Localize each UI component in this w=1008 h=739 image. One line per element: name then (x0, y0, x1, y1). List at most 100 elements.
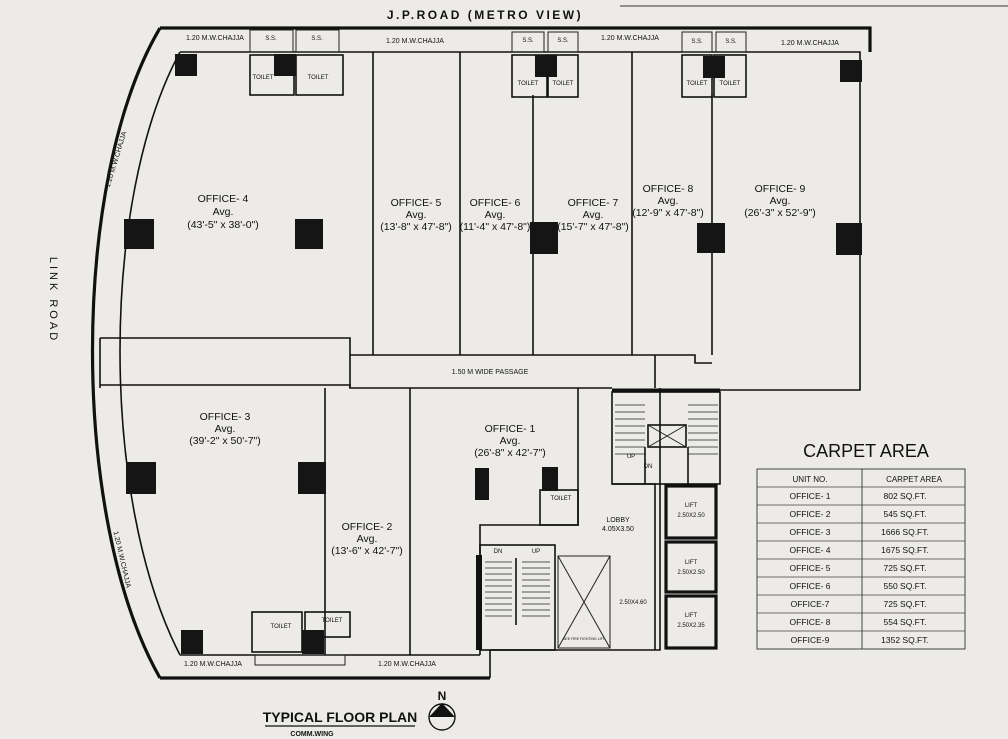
toilet-office-1 (539, 489, 579, 526)
office-5-name: OFFICE- 5 (391, 197, 442, 209)
column (535, 55, 557, 77)
columns (124, 54, 862, 654)
lobby-size: 4.05X3.50 (602, 526, 634, 533)
toilet-label-office-1: TOILET (551, 496, 572, 502)
toilet-label-4a: TOILET (271, 624, 292, 630)
toilet-label-2a: TOILET (518, 81, 539, 87)
toilet-label-4b: TOILET (322, 618, 343, 624)
table-cell-unit: OFFICE-7 (791, 599, 830, 609)
chajja-label-2: 1.20 M.W.CHAJJA (386, 38, 444, 45)
chajja-label-5: 1.20 M.W.CHAJJA (184, 661, 242, 668)
table-cell-unit: OFFICE- 1 (789, 491, 830, 501)
toilet-label-1b: TOILET (308, 75, 329, 81)
column (542, 467, 558, 491)
left-road-label: LINK ROAD (47, 257, 59, 343)
ss-shaft-1a (249, 29, 294, 53)
lower-stair-well (479, 544, 556, 651)
office-7-name: OFFICE- 7 (568, 197, 619, 209)
top-road-label: J.P.ROAD (METRO VIEW) (387, 8, 583, 22)
office-4-avg: Avg. (213, 206, 234, 218)
passage-label: 1.50 M WIDE PASSAGE (452, 369, 529, 376)
office-7-label: OFFICE- 7 Avg. (15'-7" x 47'-8") (557, 197, 629, 233)
lift-shafts (664, 484, 718, 650)
column (126, 462, 156, 494)
table-cell-area: 725 SQ.FT. (884, 599, 927, 609)
top-toilets (249, 29, 747, 98)
column (124, 219, 154, 249)
table-cell-unit: OFFICE- 5 (789, 563, 830, 573)
lift-3-size: 2.50X2.35 (677, 623, 705, 629)
office-partitions (99, 52, 713, 655)
office-9-bottom-step (655, 354, 712, 364)
table-cell-area: 1666 SQ.FT. (881, 527, 929, 537)
column (274, 54, 296, 76)
lift-2 (664, 540, 718, 594)
office-2-avg: Avg. (357, 533, 378, 545)
column (475, 468, 489, 500)
chajja-label-3: 1.20 M.W.CHAJJA (601, 35, 659, 42)
north-arrow-icon: N (428, 689, 456, 731)
office-3-label: OFFICE- 3 Avg. (39'-2" x 50'-7") (189, 411, 261, 447)
office-2-dims: (13'-6" x 42'-7") (331, 545, 403, 557)
core-wall (489, 388, 661, 678)
office-5-avg: Avg. (406, 209, 427, 221)
table-header-unit: UNIT NO. (793, 475, 828, 484)
office-2-label: OFFICE- 2 Avg. (13'-6" x 42'-7") (331, 521, 403, 557)
lower-stair-treads (485, 561, 550, 617)
office-8-dims: (12'-9" x 47'-8") (632, 207, 704, 219)
table-cell-unit: OFFICE- 8 (789, 617, 830, 627)
office-8-label: OFFICE- 8 Avg. (12'-9" x 47'-8") (632, 183, 704, 219)
office-9-name: OFFICE- 9 (755, 183, 806, 195)
office-4-name: OFFICE- 4 (198, 193, 249, 205)
lobby-label: LOBBY (606, 517, 630, 524)
lift-1 (664, 484, 718, 540)
ss-shaft-3a (681, 31, 713, 53)
column (836, 223, 862, 255)
office-1-label: OFFICE- 1 Avg. (26'-8" x 42'-7") (474, 423, 546, 459)
lift-2-size: 2.50X2.50 (677, 570, 705, 576)
office-9-label: OFFICE- 9 Avg. (26'-3" x 52'-9") (744, 183, 816, 219)
column (703, 56, 725, 78)
table-cell-area: 545 SQ.FT. (884, 509, 927, 519)
office-6-name: OFFICE- 6 (470, 197, 521, 209)
office-9-dims: (26'-3" x 52'-9") (744, 207, 816, 219)
table-row-lines (757, 486, 965, 632)
lift-3 (664, 594, 718, 650)
upper-stair-well (611, 391, 721, 485)
office-5-dims: (13'-8" x 47'-8") (380, 221, 452, 233)
column (840, 60, 862, 82)
office-6-dims: (11'-4" x 47'-8") (460, 221, 531, 233)
office-1-avg: Avg. (500, 435, 521, 447)
table-cell-unit: OFFICE- 3 (789, 527, 830, 537)
ss-shaft-3b (715, 31, 747, 53)
top-chajja-outer (160, 26, 872, 52)
table-cell-area: 1675 SQ.FT. (881, 545, 929, 555)
column (697, 223, 725, 253)
toilet-4a (251, 611, 303, 653)
bottom-toilets (251, 489, 579, 666)
plan-title: TYPICAL FLOOR PLAN (263, 709, 418, 725)
lower-stair-dn: DN (494, 549, 503, 555)
lift-2-label: LIFT (685, 560, 698, 566)
column (530, 222, 558, 254)
table-cell-area: 550 SQ.FT. (884, 581, 927, 591)
curved-wall-inner (119, 51, 181, 656)
office-3-avg: Avg. (215, 423, 236, 435)
column (181, 630, 203, 654)
table-cell-unit: OFFICE-9 (791, 635, 830, 645)
lift-1-label: LIFT (685, 503, 698, 509)
north-label: N (438, 689, 447, 703)
bottom-shaft (254, 654, 346, 666)
office-6-avg: Avg. (485, 209, 506, 221)
office-4-dims: (43'-5" x 38'-0") (187, 219, 259, 231)
office-8-name: OFFICE- 8 (643, 183, 694, 195)
office-3-dims: (39'-2" x 50'-7") (189, 435, 261, 447)
table-cell-area: 554 SQ.FT. (884, 617, 927, 627)
ss-label-2a: S.S. (522, 38, 534, 44)
office-9-avg: Avg. (770, 195, 791, 207)
passage-bottom-wall (100, 384, 612, 389)
office-7-avg: Avg. (583, 209, 604, 221)
column (295, 219, 323, 249)
